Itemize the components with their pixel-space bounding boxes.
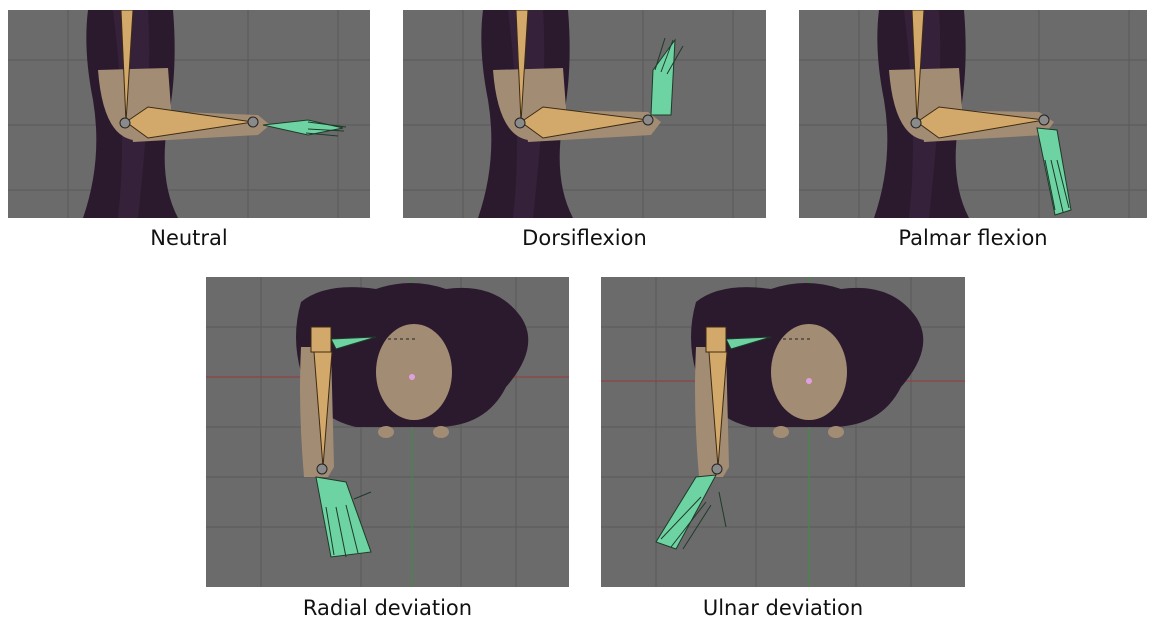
panel-ulnar-deviation (601, 277, 965, 587)
caption-ulnar-deviation: Ulnar deviation (601, 596, 965, 620)
ulnar-viewport (601, 277, 965, 587)
caption-neutral: Neutral (8, 226, 370, 250)
panel-neutral (8, 10, 370, 218)
panel-dorsiflexion (403, 10, 766, 218)
panel-palmar-flexion (799, 10, 1147, 218)
neutral-viewport (8, 10, 370, 218)
caption-radial-deviation: Radial deviation (206, 596, 569, 620)
radial-viewport (206, 277, 569, 587)
palmar-viewport (799, 10, 1147, 218)
dorsiflexion-viewport (403, 10, 766, 218)
caption-dorsiflexion: Dorsiflexion (403, 226, 766, 250)
caption-palmar-flexion: Palmar flexion (799, 226, 1147, 250)
panel-radial-deviation (206, 277, 569, 587)
